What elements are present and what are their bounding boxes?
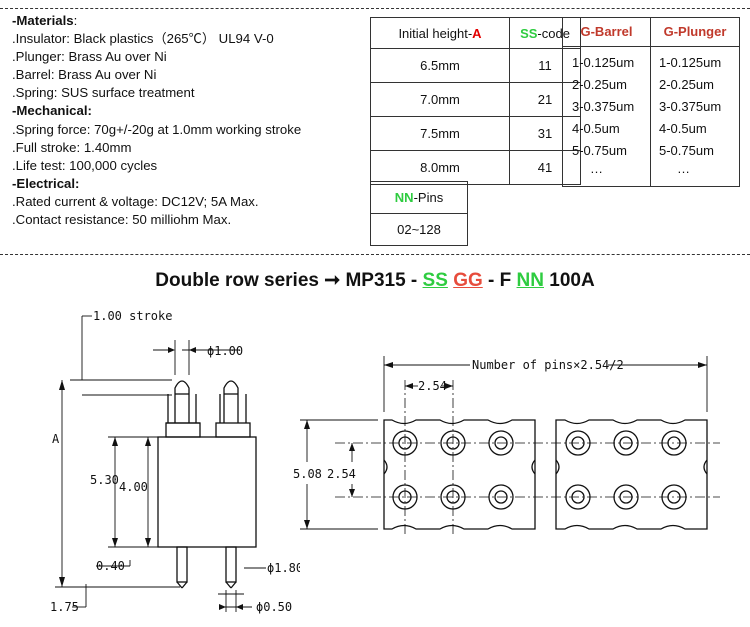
barrel-options: 1-0.125um 2-0.25um 3-0.375um 4-0.5um 5-0… (572, 52, 634, 176)
height-a-label: A (52, 432, 60, 446)
tip-diameter-label: ϕ0.50 (256, 600, 292, 614)
spec-contact-resistance: .Contact resistance: 50 milliohm Max. (12, 212, 232, 228)
height-400-label: 4.00 (119, 480, 148, 494)
width-label: 5.08 (293, 467, 322, 481)
plunger-option: 4-0.5um (659, 121, 707, 136)
plunger-option: 3-0.375um (659, 99, 722, 114)
dim-175-label: 1.75 (50, 600, 79, 614)
barrel-option: 5-0.75um (572, 143, 627, 158)
spec-heading-mechanical: -Mechanical: (12, 103, 92, 119)
dim-040-label: 0.40 (96, 559, 125, 573)
barrel-option: 2-0.25um (572, 77, 627, 92)
code-cell: 31 (509, 116, 581, 151)
spec-plunger: .Plunger: Brass Au over Ni (12, 49, 167, 65)
spec-barrel: .Barrel: Brass Au over Ni (12, 67, 157, 83)
barrel-header: G-Barrel (563, 18, 650, 47)
spec-full-stroke: .Full stroke: 1.40mm (12, 139, 132, 155)
pins-length-label: Number of pins×2.54/2 (472, 358, 624, 372)
spec-list: -Materials: .Insulator: Black plastics（2… (12, 12, 301, 229)
plunger-option: 2-0.25um (659, 77, 714, 92)
spec-heading-materials: -Materials: (12, 13, 78, 28)
spec-spring: .Spring: SUS surface treatment (12, 85, 195, 101)
height-cell: 7.0mm (370, 82, 510, 117)
barrel-option: 1-0.125um (572, 55, 635, 70)
height-cell: 8.0mm (370, 150, 510, 185)
row-pitch-label: 2.54 (327, 467, 356, 481)
height-header: Initial height-A (370, 17, 510, 49)
spec-insulator: .Insulator: Black plastics（265℃） UL94 V-… (12, 31, 274, 47)
barrel-option: 3-0.375um (572, 99, 635, 114)
part-number-title: Double row series ➞ MP315 - SS GG - F NN… (155, 270, 595, 291)
code-cell: 21 (509, 82, 581, 117)
spec-heading-electrical: -Electrical: (12, 175, 80, 191)
dashed-divider-top (0, 8, 750, 9)
plunger-option: 5-0.75um (659, 143, 714, 158)
barrel-option: 4-0.5um (572, 121, 620, 136)
height-530-label: 5.30 (90, 473, 119, 487)
stroke-label: 1.00 stroke (93, 309, 172, 323)
side-view-drawing: 1.00 stroke ϕ1.00 A 5.30 4.00 0.40 1.75 … (50, 309, 300, 614)
plunger-header: G-Plunger (651, 18, 739, 47)
column-divider (650, 18, 651, 186)
pitch-label: 2.54 (418, 379, 447, 393)
pins-range: 02~128 (370, 213, 468, 246)
dashed-divider-mid (0, 254, 750, 255)
plunger-options: 1-0.125um 2-0.25um 3-0.375um 4-0.5um 5-0… (659, 52, 721, 176)
spec-life-test: .Life test: 100,000 cycles (12, 157, 158, 173)
height-cell: 7.5mm (370, 116, 510, 151)
pins-header: NN-Pins (370, 181, 468, 214)
barrel-more: … (590, 161, 603, 176)
code-header: SS-code (509, 17, 581, 49)
plating-table: G-Barrel G-Plunger 1-0.125um 2-0.25um 3-… (562, 17, 740, 187)
tail-diameter-label: ϕ1.80 (267, 561, 300, 575)
pins-table: NN-Pins 02~128 (370, 181, 468, 246)
plunger-more: … (677, 161, 690, 176)
plunger-diameter-label: ϕ1.00 (207, 344, 243, 358)
height-cell: 6.5mm (370, 48, 510, 83)
code-cell: 11 (509, 48, 581, 83)
spec-rated-current: .Rated current & voltage: DC12V; 5A Max. (12, 193, 259, 209)
top-view-drawing: Number of pins×2.54/2 2.54 5.08 2.54 (293, 356, 720, 535)
spec-spring-force: .Spring force: 70g+/-20g at 1.0mm workin… (12, 121, 302, 137)
code-cell: 41 (509, 150, 581, 185)
plunger-option: 1-0.125um (659, 55, 722, 70)
